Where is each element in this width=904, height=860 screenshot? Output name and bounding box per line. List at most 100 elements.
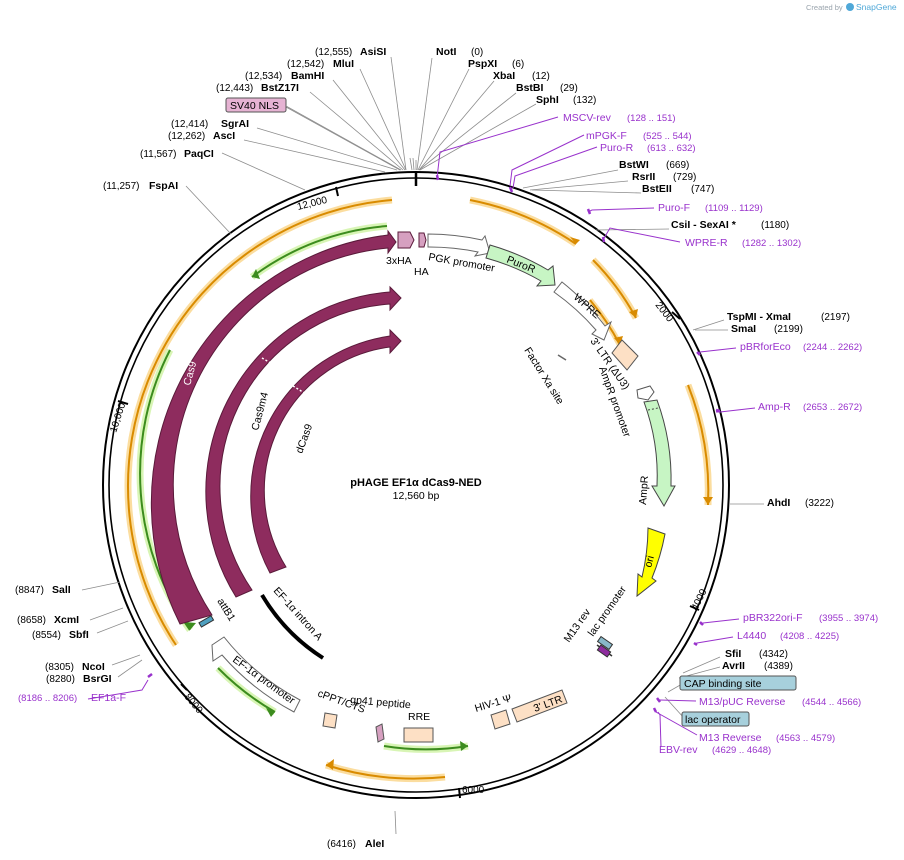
svg-text:(1109 .. 1129): (1109 .. 1129) (705, 203, 763, 214)
puror-feature[interactable] (485, 244, 556, 287)
enzyme-sali: SalI (52, 584, 71, 596)
brand-prefix: Created by (806, 3, 843, 12)
enzyme-tspmi-xmai: TspMI - XmaI (727, 311, 791, 323)
label-3xha: 3xHA (386, 255, 412, 267)
primer-amp-r: Amp-R (758, 401, 791, 413)
svg-text:SV40 NLS: SV40 NLS (230, 100, 279, 112)
sv40-nls-box[interactable]: SV40 NLS (225, 97, 287, 113)
ampr-promoter-feature[interactable] (636, 385, 655, 401)
ltr3-feature[interactable] (511, 689, 568, 723)
ha-feature[interactable] (418, 232, 427, 248)
ef1a-intron-arc (260, 593, 325, 660)
primer-m13-reverse: M13 Reverse (699, 732, 762, 744)
primer-mpgk-f: mPGK-F (586, 130, 627, 142)
ampr-feature[interactable] (643, 399, 676, 508)
enzyme-labels-left: (12,555) AsiSI (12,542) MluI (12,534) Ba… (103, 46, 386, 192)
hiv1-psi-feature[interactable] (490, 709, 511, 730)
enzyme-mlui: MluI (333, 58, 354, 70)
primer-pbr322ori-f: pBR322ori-F (743, 612, 803, 624)
label-gp41: gp41 peptide (350, 694, 412, 711)
svg-text:(4563 .. 4579): (4563 .. 4579) (776, 733, 835, 744)
primer-pbrforeco: pBRforEco (740, 341, 791, 353)
attb1-feature[interactable] (198, 615, 215, 628)
enzyme-bsteii: BstEII (642, 183, 672, 195)
svg-text:(12,262): (12,262) (168, 131, 205, 142)
gp41-feature[interactable] (375, 723, 385, 743)
orf-green-arrowhead (252, 269, 260, 279)
enzyme-xbai: XbaI (493, 70, 515, 82)
svg-text:(4629 .. 4648): (4629 .. 4648) (712, 745, 771, 756)
dcas9-break (292, 385, 307, 395)
svg-text:(4389): (4389) (764, 661, 793, 672)
dcas9-feature[interactable] (250, 328, 402, 574)
svg-text:(12,534): (12,534) (245, 71, 282, 82)
svg-text:(0): (0) (471, 47, 483, 58)
svg-text:CAP binding site: CAP binding site (684, 678, 762, 690)
enzyme-asisi: AsiSI (360, 46, 386, 58)
svg-text:(8186 .. 8206): (8186 .. 8206) (18, 693, 77, 704)
label-rre: RRE (408, 711, 430, 723)
label-cppt: cPPT/CTS (316, 688, 367, 716)
enzyme-noti: NotI (436, 46, 456, 58)
svg-text:(11,257): (11,257) (103, 181, 140, 192)
enzyme-xcmi: XcmI (54, 614, 79, 626)
primer-l4440: L4440 (737, 630, 766, 642)
svg-text:10,000: 10,000 (108, 401, 128, 434)
cas9-feature[interactable] (150, 229, 397, 625)
svg-text:(12,542): (12,542) (287, 59, 324, 70)
enzyme-csii-sexai: CsiI - SexAI * (671, 219, 737, 231)
svg-text:(6416): (6416) (327, 839, 356, 850)
svg-text:(525 .. 544): (525 .. 544) (643, 131, 692, 142)
rre-feature[interactable] (403, 727, 434, 743)
svg-text:(3222): (3222) (805, 498, 834, 509)
ef1a-promoter-feature[interactable] (211, 636, 301, 713)
enzyme-asci: AscI (213, 130, 235, 142)
svg-text:(8847): (8847) (15, 585, 44, 596)
svg-text:(4544 .. 4566): (4544 .. 4566) (802, 697, 861, 708)
lac-operator-box[interactable]: lac operator (681, 711, 750, 727)
svg-text:(2199): (2199) (774, 324, 803, 335)
orf-arrowhead (703, 497, 713, 505)
label-ampr: AmpR (637, 475, 651, 505)
cas9m4-feature[interactable] (205, 285, 402, 598)
enzyme-sphi: SphI (536, 94, 559, 106)
enzyme-avrii: AvrII (722, 660, 745, 672)
label-pgk-promoter: PGK promoter (427, 251, 496, 275)
enzyme-sbfi: SbfI (69, 629, 89, 641)
svg-text:lac operator: lac operator (685, 714, 741, 726)
svg-text:(747): (747) (691, 184, 714, 195)
tick-6000: 6000 (458, 785, 485, 799)
svg-text:(12,443): (12,443) (216, 83, 253, 94)
plasmid-size: 12,560 bp (393, 490, 440, 502)
wpre-feature[interactable] (553, 281, 613, 341)
enzyme-bamhi: BamHI (291, 70, 324, 82)
label-m13-rev: M13 rev (562, 606, 594, 645)
ltr3-du3-feature[interactable] (611, 339, 639, 371)
cap-binding-site-box[interactable]: CAP binding site (679, 675, 797, 691)
label-factor-xa: Factor Xa site (521, 345, 566, 406)
ori-feature[interactable] (636, 527, 666, 598)
label-ef1a-promoter: EF-1α promoter (230, 654, 297, 707)
svg-text:(132): (132) (573, 95, 596, 106)
3xha-feature[interactable] (397, 231, 415, 249)
svg-text:(12,414): (12,414) (171, 119, 208, 130)
svg-text:(613 .. 632): (613 .. 632) (647, 143, 696, 154)
enzyme-ncoi: NcoI (82, 661, 105, 673)
svg-text:(2244 .. 2262): (2244 .. 2262) (803, 342, 862, 353)
lac-promoter-feature[interactable] (596, 635, 614, 658)
orf-arrowhead (326, 759, 334, 770)
enzyme-bstz17i: BstZ17I (261, 82, 299, 94)
svg-text:(6): (6) (512, 59, 524, 70)
svg-text:(8305): (8305) (45, 662, 74, 673)
primer-marks (147, 174, 721, 713)
svg-text:(1180): (1180) (761, 220, 789, 231)
label-dcas9: dCas9 (294, 422, 316, 455)
cppt-feature[interactable] (322, 712, 338, 729)
primer-ebv-rev: EBV-rev (659, 744, 698, 756)
svg-text:(4342): (4342) (759, 649, 788, 660)
plasmid-title: pHAGE EF1α dCas9-NED (350, 477, 482, 489)
factor-xa-mark (557, 354, 567, 361)
svg-text:(8658): (8658) (17, 615, 46, 626)
svg-text:(2653 .. 2672): (2653 .. 2672) (803, 402, 862, 413)
svg-text:(8554): (8554) (32, 630, 61, 641)
